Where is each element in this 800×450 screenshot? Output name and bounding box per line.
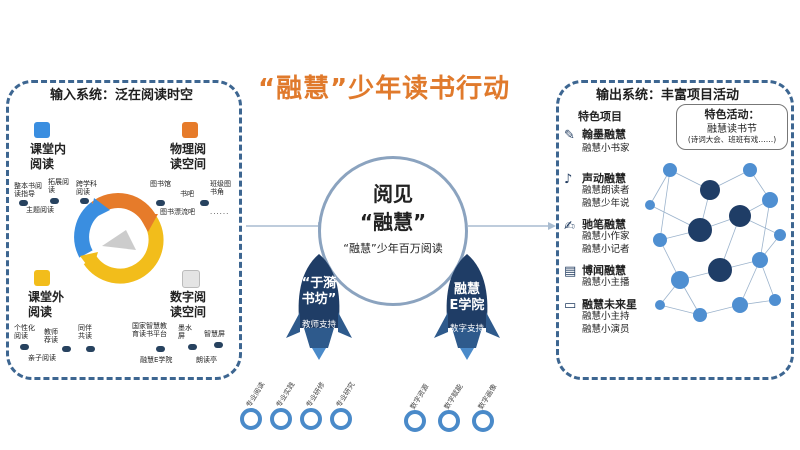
- after-class-square: [34, 270, 50, 286]
- pen-icon: ✍: [564, 219, 575, 234]
- tag-parent: 亲子阅读: [28, 354, 56, 362]
- tag-teacher-rec: 教师荐读: [44, 328, 58, 344]
- rocket-digital-graphic: [434, 254, 500, 360]
- microphone-icon: ♪: [564, 172, 573, 187]
- tag-reading-booth: 朗读亭: [196, 356, 217, 364]
- tv-icon: ▭: [564, 298, 577, 313]
- ring-teacher-1: [240, 408, 262, 430]
- physical-space-square: [182, 122, 198, 138]
- tag-book-drift: 图书漂流吧: [160, 208, 195, 216]
- tag-cross-subject: 跨学科阅读: [76, 180, 97, 196]
- center-circle: [318, 156, 468, 306]
- ring-teacher-3: [300, 408, 322, 430]
- center-title-1: 阅见: [373, 182, 413, 206]
- item-calligraphy: 翰墨融慧: [582, 128, 626, 141]
- tag-node: [62, 346, 71, 352]
- digital-space-title: 数字阅读空间: [170, 290, 207, 319]
- classroom-reading-square: [34, 122, 50, 138]
- tag-node: [188, 344, 197, 350]
- tag-national-platform: 国家智慧教育读书平台: [132, 322, 167, 338]
- tag-node: [214, 342, 223, 348]
- featured-activity-line1: 融慧读书节: [707, 124, 757, 135]
- item-calligraphy-sub: 融慧小书家: [582, 143, 630, 154]
- classroom-reading-title: 课堂内阅读: [30, 142, 67, 171]
- item-writing-sub-1: 融慧小作家: [582, 231, 630, 242]
- ring-digital-3: [472, 410, 494, 432]
- tag-peer: 同伴共读: [78, 324, 92, 340]
- tag-node: [50, 198, 59, 204]
- tag-node: [80, 198, 89, 204]
- item-voice-sub-2: 融慧少年说: [582, 198, 630, 209]
- tag-node: [19, 200, 28, 206]
- tag-e-academy: 融慧E学院: [140, 356, 173, 364]
- book-icon: ▤: [564, 264, 577, 279]
- featured-activity-box: [676, 104, 788, 150]
- tag-whole-book: 整本书阅读指导: [14, 182, 42, 198]
- output-system-panel: [556, 80, 794, 380]
- tag-node: [156, 346, 165, 352]
- tag-extended: 拓展阅读: [48, 178, 69, 194]
- tag-smart-screen: 智慧屏: [204, 330, 225, 338]
- ring-teacher-4: [330, 408, 352, 430]
- ring-teacher-2: [270, 408, 292, 430]
- tag-library: 图书馆: [150, 180, 171, 188]
- physical-space-title: 物理阅读空间: [170, 142, 207, 171]
- rocket-digital-support: 数字支持: [449, 324, 484, 334]
- item-voice-sub-1: 融慧朗读者: [582, 185, 630, 196]
- cycle-arrows-graphic: [74, 193, 164, 284]
- brush-icon: ✎: [564, 128, 575, 143]
- center-title-2: “融慧”: [359, 210, 427, 234]
- network-graphic: [645, 163, 786, 322]
- tag-theme: 主题阅读: [26, 206, 54, 214]
- item-writing-sub-2: 融慧小记者: [582, 244, 630, 255]
- tag-eink: 墨水屏: [178, 324, 192, 340]
- featured-activity-title: 特色活动：: [704, 108, 760, 121]
- tag-node: [156, 200, 165, 206]
- rocket-teacher-label: “于漪书坊”: [301, 276, 337, 307]
- rocket-teacher-graphic: [286, 254, 352, 360]
- item-voice: 声动融慧: [582, 172, 626, 185]
- tag-personalized: 个性化阅读: [14, 324, 35, 340]
- featured-project-label: 特色项目: [578, 110, 622, 123]
- item-future-star-sub-2: 融慧小演员: [582, 324, 630, 335]
- input-system-panel: [6, 80, 242, 380]
- featured-activity-line2: (诗词大会、班班有戏……): [687, 135, 777, 144]
- item-future-star: 融慧未来星: [582, 298, 637, 311]
- tag-class-corner: 班级图书角: [210, 180, 231, 196]
- rocket-teacher-support: 教师支持: [301, 320, 336, 330]
- main-title: “融慧”少年读书行动: [258, 74, 511, 104]
- tag-book-bar: 书吧: [180, 190, 194, 198]
- item-writing: 驰笔融慧: [582, 218, 626, 231]
- ring-digital-1: [404, 410, 426, 432]
- more-dots: ......: [210, 208, 230, 216]
- digital-space-square: [182, 270, 200, 288]
- tag-node: [200, 200, 209, 206]
- center-subtitle: “融慧”少年百万阅读: [343, 242, 443, 255]
- ring-digital-2: [438, 410, 460, 432]
- output-panel-title: 输出系统：丰富项目活动: [592, 84, 744, 103]
- item-news-sub: 融慧小主播: [582, 277, 630, 288]
- tag-node: [20, 344, 29, 350]
- item-future-star-sub-1: 融慧小主持: [582, 311, 630, 322]
- tag-node: [86, 346, 95, 352]
- input-panel-title: 输入系统：泛在阅读时空: [46, 84, 198, 103]
- item-news: 博闻融慧: [582, 264, 626, 277]
- after-class-title: 课堂外阅读: [28, 290, 65, 319]
